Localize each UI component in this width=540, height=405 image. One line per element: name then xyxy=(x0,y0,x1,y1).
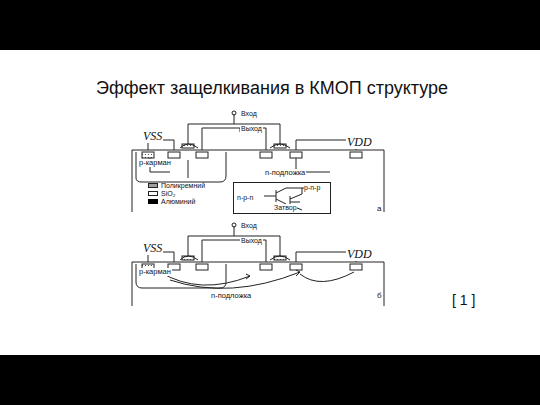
inset-text: n-p-n xyxy=(237,194,253,202)
diagram-label: VDD xyxy=(346,136,373,149)
inset-text: p-n-p xyxy=(304,184,320,192)
legend-text: Поликремний xyxy=(161,182,205,190)
diagram-label: Выход xyxy=(240,125,263,133)
diagram-label: [ 1 ] xyxy=(451,293,476,308)
inset-text: Затвор xyxy=(274,204,297,212)
legend-text: SiO₂ xyxy=(161,190,175,198)
diagram-label: VSS xyxy=(142,130,163,143)
legend-text: Алюминий xyxy=(161,198,195,206)
diagram-label: p-карман xyxy=(138,268,172,276)
bottom-bar xyxy=(0,355,540,405)
diagram-label: VDD xyxy=(346,248,373,261)
diagram-label: а xyxy=(376,205,382,214)
legend-swatch xyxy=(148,199,158,204)
legend-swatch xyxy=(148,191,158,196)
diagram-label: Выход xyxy=(240,237,263,245)
diagram-label: б xyxy=(376,292,383,301)
diagram-label: n-подложка xyxy=(210,292,252,300)
diagram-label: n-подложка xyxy=(264,169,306,177)
diagram-label: VSS xyxy=(142,242,163,255)
top-bar xyxy=(0,0,540,50)
diagram-label: Вход xyxy=(240,222,258,230)
inset-box: p-n-p n-p-nЗатвор xyxy=(233,182,331,214)
diagram-label: Вход xyxy=(240,110,258,118)
slide-title: Эффект защелкивания в КМОП структуре xyxy=(96,79,448,99)
diagram-label: p-карман xyxy=(138,159,172,167)
legend-swatch xyxy=(148,183,158,188)
